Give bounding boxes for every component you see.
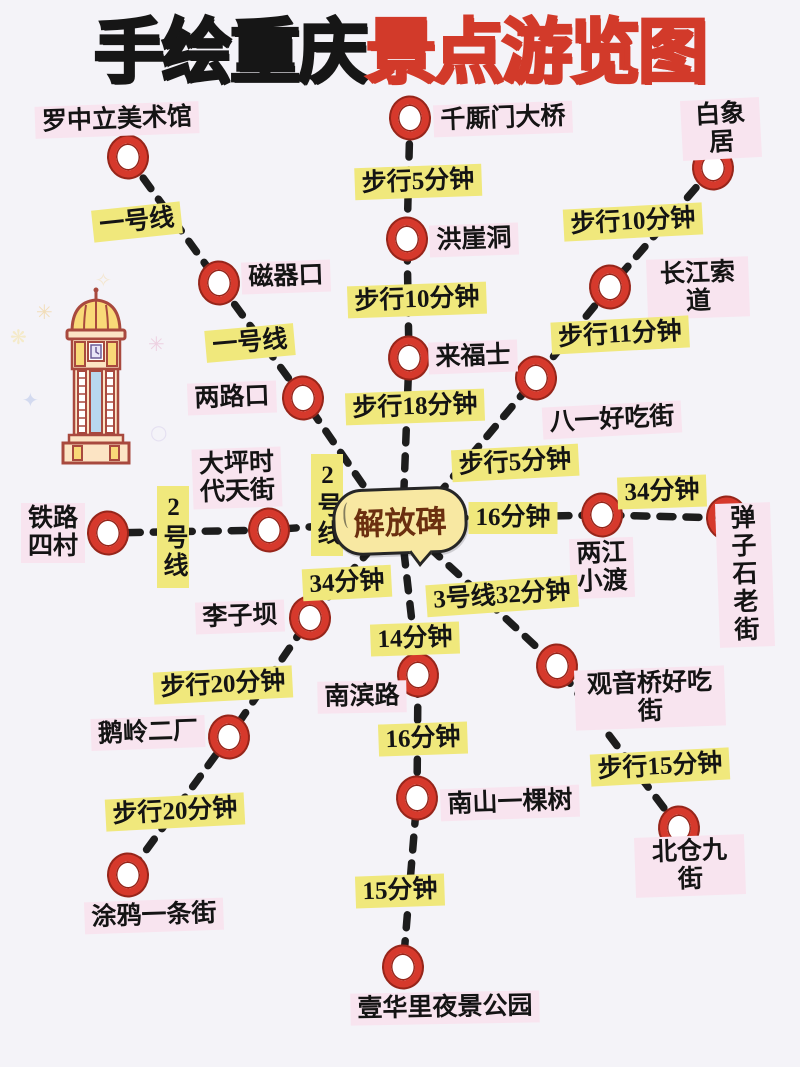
place-label-laifushi: 来福士 <box>427 339 519 375</box>
place-label-ciqikou: 磁器口 <box>240 259 332 295</box>
time-label-line2-left: 2号线 <box>157 486 189 588</box>
center-bubble-jiefangbei: 解放碑 <box>331 485 469 557</box>
place-label-liziba: 李子坝 <box>194 599 286 635</box>
place-label-qiansimen-bridge: 千厮门大桥 <box>432 100 574 138</box>
sparkle-icon: ✦ <box>22 388 39 412</box>
place-label-yihuali-park: 壹华里夜景公园 <box>350 990 540 1026</box>
place-label-beicang-jiujie: 北仓九街 <box>633 834 747 898</box>
jiefangbei-monument-icon <box>61 287 131 465</box>
time-label-walk5-north: 步行5分钟 <box>354 163 482 201</box>
time-label-min15-south: 15分钟 <box>354 873 446 909</box>
place-label-hongyadong: 洪崖洞 <box>428 222 520 258</box>
title-part-red: 景点游览图 <box>365 12 710 92</box>
sparkle-icon: ❋ <box>10 325 27 349</box>
place-label-tielu-sicun: 铁路 四村 <box>20 503 86 563</box>
place-label-luo-zhongli-art-museum: 罗中立美术馆 <box>34 101 200 139</box>
place-label-danzishi-old-street: 弹子石 老街 <box>715 502 775 648</box>
poster-title: 手绘重庆景点游览图 <box>0 12 800 92</box>
place-label-eling-erchang: 鹅岭二厂 <box>90 715 206 751</box>
sparkle-icon: ✳ <box>36 300 53 324</box>
time-label-min16-east: 16分钟 <box>468 502 558 534</box>
place-label-guanyinqiao-food-street: 观音桥好吃街 <box>573 665 727 731</box>
place-label-nanshan-tree: 南山一棵树 <box>439 784 581 822</box>
time-label-min14-south: 14分钟 <box>369 621 461 657</box>
title-part-black: 手绘重庆 <box>93 12 370 92</box>
place-label-baixiangju: 白象居 <box>679 96 763 162</box>
place-label-graffiti-street: 涂鸦一条街 <box>83 897 225 935</box>
time-label-min34-sw: 34分钟 <box>301 564 393 602</box>
place-label-changjiang-cableway: 长江索道 <box>645 256 751 320</box>
time-label-min34-east: 34分钟 <box>616 474 708 510</box>
sparkle-icon: ✳ <box>148 332 165 356</box>
center-bubble-label: 解放碑 <box>352 503 448 543</box>
sparkle-icon: ✧ <box>95 268 112 292</box>
time-label-walk18-north: 步行18分钟 <box>344 388 486 426</box>
place-label-lianglukou: 两路口 <box>186 380 278 416</box>
time-label-min16-south: 16分钟 <box>377 721 469 757</box>
place-label-liangjiang-ferry: 两江 小渡 <box>568 536 636 600</box>
time-label-walk5-ne: 步行5分钟 <box>450 443 580 483</box>
place-label-daping-times-street: 大坪时 代天街 <box>191 446 283 510</box>
time-label-walk10-north: 步行10分钟 <box>346 281 488 319</box>
sparkle-icon: ○ <box>150 420 168 444</box>
place-label-nanbinlu: 南滨路 <box>317 680 407 714</box>
